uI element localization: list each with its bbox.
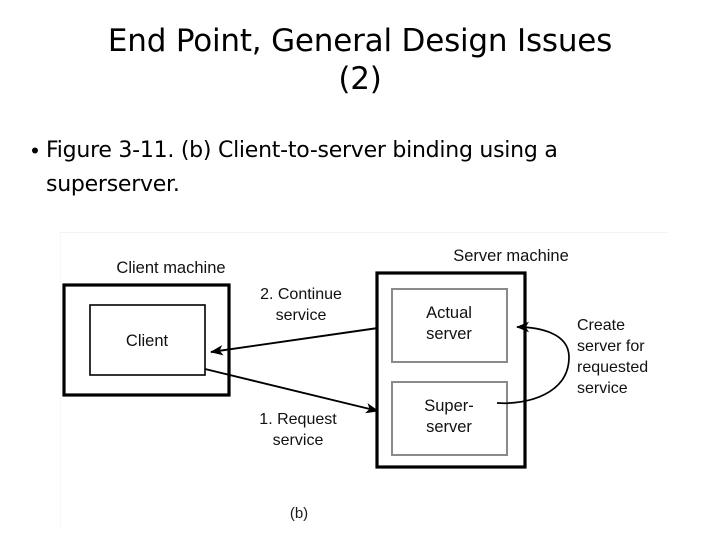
request-service-label-line1: 1. Request <box>259 411 337 428</box>
bullet-list: • Figure 3-11. (b) Client-to-server bind… <box>24 134 696 202</box>
bullet-marker-icon: • <box>31 138 39 163</box>
create-server-label-line1: Create <box>577 317 625 334</box>
request-service-label-line2: service <box>273 432 324 449</box>
bullet-text: Figure 3-11. (b) Client-to-server bindin… <box>46 138 558 197</box>
create-server-curved-arrow <box>496 321 570 405</box>
continue-service-label-line1: 2. Continue <box>260 286 342 303</box>
create-server-label-line4: service <box>577 380 628 397</box>
actual-server-label-line2: server <box>426 325 472 343</box>
create-server-label-line2: server for <box>577 338 645 355</box>
request-service-arrow <box>204 368 379 414</box>
super-server-label-line2: server <box>426 418 472 436</box>
figure-image: Client machine Client Server machine Act… <box>60 232 667 529</box>
list-item: • Figure 3-11. (b) Client-to-server bind… <box>24 134 696 202</box>
actual-server-label-line1: Actual <box>426 304 472 322</box>
page-title: End Point, General Design Issues (2) <box>107 23 613 97</box>
client-server-superserver-diagram: Client machine Client Server machine Act… <box>62 247 648 522</box>
super-server-box <box>391 381 508 456</box>
figure-caption: (b) <box>290 505 308 522</box>
client-label: Client <box>126 332 169 350</box>
client-box <box>89 304 206 376</box>
super-server-label-line1: Super- <box>424 397 474 415</box>
server-machine-label: Server machine <box>453 247 569 265</box>
actual-server-box <box>391 288 508 363</box>
continue-service-arrow <box>210 327 379 356</box>
client-machine-label: Client machine <box>116 259 225 277</box>
continue-service-label-line2: service <box>276 307 327 324</box>
create-server-label-line3: requested <box>577 359 648 376</box>
